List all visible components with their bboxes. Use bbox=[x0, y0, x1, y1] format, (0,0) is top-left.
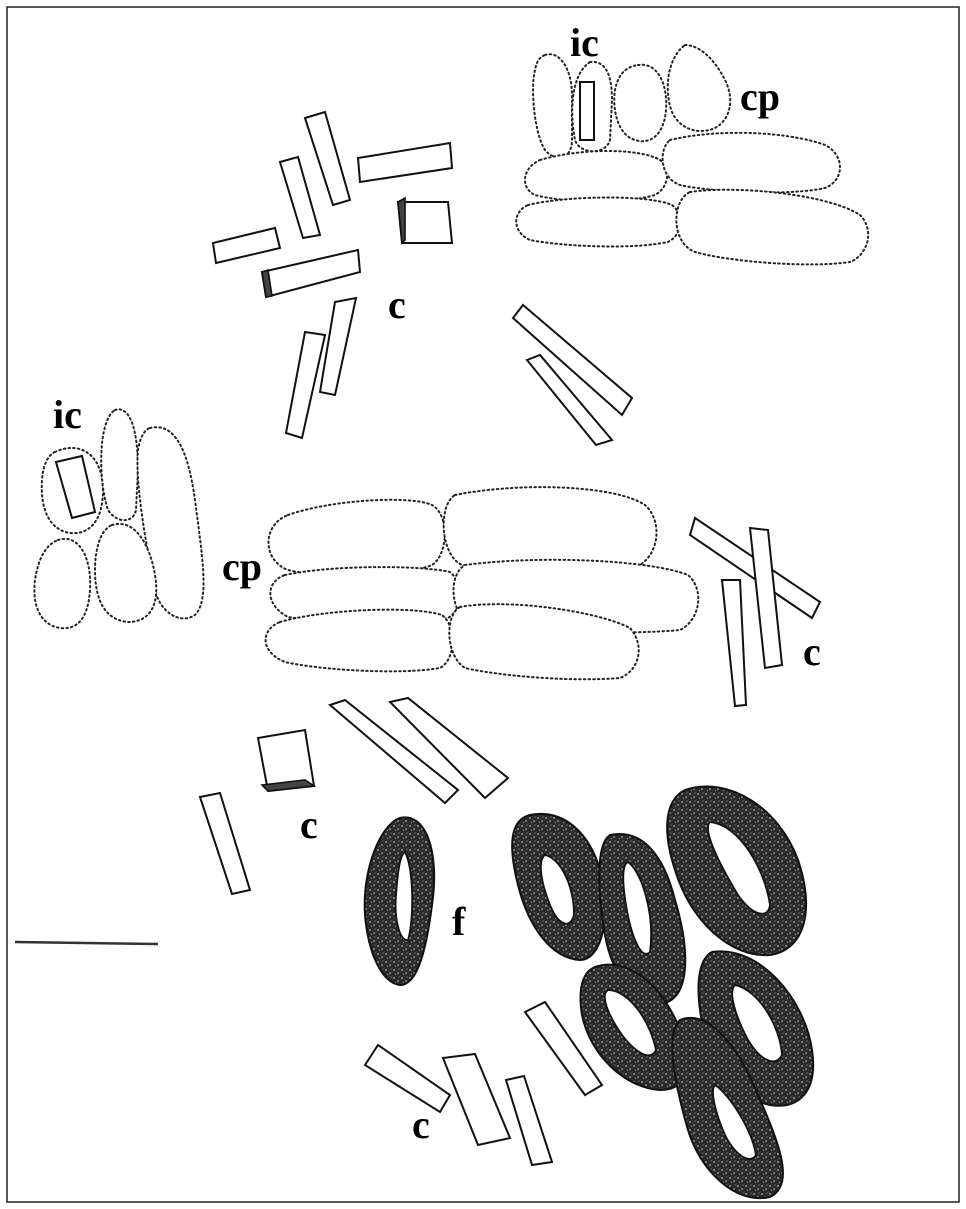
fiber-group bbox=[365, 786, 813, 1198]
label-cp-top: cp bbox=[740, 74, 780, 119]
cubic-crystal bbox=[398, 202, 452, 243]
parenchyma-cell bbox=[269, 500, 445, 576]
crystal-cluster-right bbox=[690, 518, 820, 706]
prismatic-crystal bbox=[320, 298, 356, 395]
parenchyma-cell bbox=[668, 45, 730, 131]
prismatic-crystal bbox=[200, 793, 250, 894]
prismatic-crystal bbox=[443, 1054, 510, 1145]
parenchyma-cell bbox=[444, 487, 657, 571]
parenchyma-cell bbox=[663, 133, 840, 193]
label-cp-middle: cp bbox=[222, 544, 262, 589]
label-c-top: c bbox=[388, 282, 406, 327]
parenchyma-cell bbox=[614, 65, 666, 142]
prismatic-crystal bbox=[750, 528, 782, 668]
prismatic-crystal bbox=[213, 228, 280, 263]
parenchyma-cell bbox=[676, 190, 868, 265]
label-c-bottom: c bbox=[412, 1102, 430, 1147]
parenchyma-cell bbox=[533, 54, 572, 157]
label-c-lower-left: c bbox=[300, 802, 318, 847]
label-ic-left: ic bbox=[53, 392, 82, 437]
label-f: f bbox=[452, 899, 466, 944]
prismatic-crystal bbox=[358, 143, 452, 182]
prismatic-crystal bbox=[286, 332, 325, 438]
label-ic-top: ic bbox=[570, 20, 599, 65]
parenchyma-group-left bbox=[34, 409, 203, 628]
crystal-cluster-lower-left bbox=[200, 698, 508, 894]
parenchyma-cell bbox=[516, 198, 680, 247]
crystal-cluster-bottom bbox=[365, 1002, 602, 1165]
parenchyma-group-middle bbox=[266, 487, 699, 679]
prismatic-crystal bbox=[506, 1076, 552, 1165]
parenchyma-cell bbox=[266, 610, 453, 672]
parenchyma-group-top-right bbox=[516, 45, 868, 264]
prismatic-crystal bbox=[365, 1045, 450, 1112]
label-c-right: c bbox=[803, 629, 821, 674]
cubic-crystal-side bbox=[398, 198, 405, 243]
prismatic-crystal bbox=[262, 250, 360, 297]
parenchyma-cell bbox=[101, 409, 138, 520]
prismatic-crystal bbox=[305, 112, 350, 205]
parenchyma-cell bbox=[34, 539, 90, 628]
scale-bar bbox=[15, 942, 158, 944]
prismatic-crystal bbox=[280, 157, 320, 238]
prismatic-crystal bbox=[722, 580, 746, 706]
parenchyma-cell bbox=[525, 151, 667, 201]
crystal-in-idioblast bbox=[580, 82, 594, 140]
